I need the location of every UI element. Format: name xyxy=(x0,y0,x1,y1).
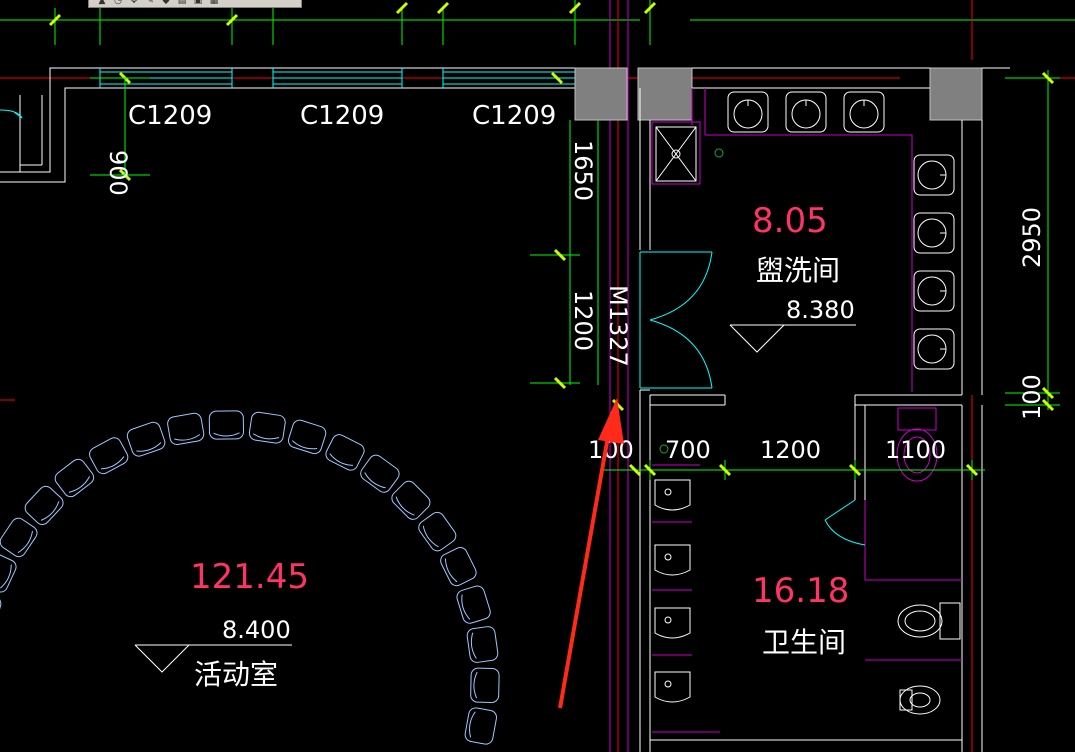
windows-c1209 xyxy=(99,68,575,88)
elevation-marker-washroom xyxy=(729,324,856,353)
activity-name: 活动室 xyxy=(194,658,278,691)
seat xyxy=(456,585,491,624)
pen-icon[interactable]: ✎ xyxy=(146,0,154,6)
seat xyxy=(0,592,2,631)
seat xyxy=(208,410,244,440)
right-dim-ticks xyxy=(1041,71,1055,412)
seating-ring xyxy=(0,410,500,745)
right-dimension xyxy=(1005,70,1060,410)
seat xyxy=(470,667,500,703)
seat xyxy=(464,707,497,745)
axis-lines-magenta xyxy=(609,0,629,752)
window-label-1: C1209 xyxy=(128,101,212,131)
wash-basins xyxy=(727,91,955,370)
dim-1200-bottom: 1200 xyxy=(760,436,821,464)
seat xyxy=(287,419,327,455)
seat-back xyxy=(469,711,476,738)
seat-back xyxy=(461,594,471,620)
seat-back xyxy=(252,433,280,440)
select-icon[interactable]: ▲ xyxy=(98,0,106,6)
dim-100-right: 100 xyxy=(1018,374,1046,420)
seat xyxy=(0,517,38,558)
seat xyxy=(418,511,457,552)
grid-icon[interactable]: ▦ xyxy=(209,0,219,6)
seat xyxy=(126,421,166,457)
window-label-3: C1209 xyxy=(472,101,556,131)
brush-icon[interactable]: ◆ xyxy=(162,0,170,6)
interior-walls xyxy=(639,67,1010,752)
layer-icon[interactable]: ▤ xyxy=(177,0,187,6)
dim-1100: 1100 xyxy=(885,436,946,464)
seat xyxy=(0,553,17,593)
door-label-m1327: M1327 xyxy=(604,285,632,367)
seat xyxy=(391,480,431,520)
seat-back xyxy=(422,525,439,548)
seat-back xyxy=(40,501,60,521)
toilet-door xyxy=(824,499,866,546)
partitions xyxy=(651,88,962,733)
top-dimension-ticks xyxy=(48,1,657,27)
seat-back xyxy=(395,496,415,516)
seat-back xyxy=(329,453,354,466)
window-label-2: C1209 xyxy=(300,101,384,131)
seat-back xyxy=(470,632,477,659)
seat xyxy=(466,626,499,663)
seat-back xyxy=(17,531,33,554)
seat xyxy=(167,412,205,446)
washroom-area: 8.05 xyxy=(752,201,828,241)
seat-back xyxy=(136,442,162,452)
annotation-arrow xyxy=(558,398,624,709)
save-icon[interactable]: ▣ xyxy=(193,0,203,6)
elevation-marker-activity xyxy=(134,644,292,673)
washroom-elevation: 8.380 xyxy=(786,296,855,324)
seat-back xyxy=(291,440,318,450)
activity-area: 121.45 xyxy=(190,557,309,597)
seat xyxy=(360,454,400,493)
pan-icon[interactable]: ✥ xyxy=(130,0,138,6)
toilet-area: 16.18 xyxy=(752,571,849,611)
seat-back xyxy=(213,432,240,437)
seat xyxy=(440,547,477,587)
bottom-dim-ticks xyxy=(628,463,979,477)
seat xyxy=(89,437,129,475)
seat-back xyxy=(364,472,386,489)
seat-back xyxy=(174,434,201,441)
toilets xyxy=(896,407,938,482)
floor-drain-icon xyxy=(659,148,724,454)
activity-elevation: 8.400 xyxy=(222,616,291,644)
seat xyxy=(54,458,95,498)
seat-back xyxy=(473,671,478,699)
left-door-arc xyxy=(0,109,23,119)
seat-back xyxy=(101,456,125,470)
dim-900: 900 xyxy=(104,150,132,196)
zoom-icon[interactable]: ◔ xyxy=(114,0,122,6)
seat-back xyxy=(0,564,12,589)
seat-back xyxy=(444,558,458,583)
left-window-dim xyxy=(90,77,150,176)
dim-2950: 2950 xyxy=(1018,207,1046,268)
seat-back xyxy=(68,476,91,493)
text-labels: C1209 C1209 C1209 900 1650 1200 M1327 29… xyxy=(104,101,1046,691)
washroom-name: 盥洗间 xyxy=(756,254,840,287)
cad-toolbar[interactable]: ▲ ◔ ✥ ✎ ◆ ▤ ▣ ▦ xyxy=(88,0,302,8)
shower-tray xyxy=(655,126,697,182)
seat xyxy=(248,411,286,444)
structural-columns xyxy=(574,67,983,121)
dim-1200-vertical: 1200 xyxy=(569,290,597,351)
dim-1650: 1650 xyxy=(569,140,597,201)
corridor-dimension xyxy=(530,120,599,385)
seat xyxy=(24,485,64,525)
seat xyxy=(325,434,365,471)
toilet-name: 卫生间 xyxy=(762,626,846,659)
dim-700: 700 xyxy=(665,436,711,464)
toilet-fixtures xyxy=(897,602,961,715)
top-dimension-lines xyxy=(0,0,1075,45)
exterior-wall-top xyxy=(0,67,575,183)
urinals xyxy=(654,479,691,703)
door-m1327 xyxy=(639,251,713,389)
